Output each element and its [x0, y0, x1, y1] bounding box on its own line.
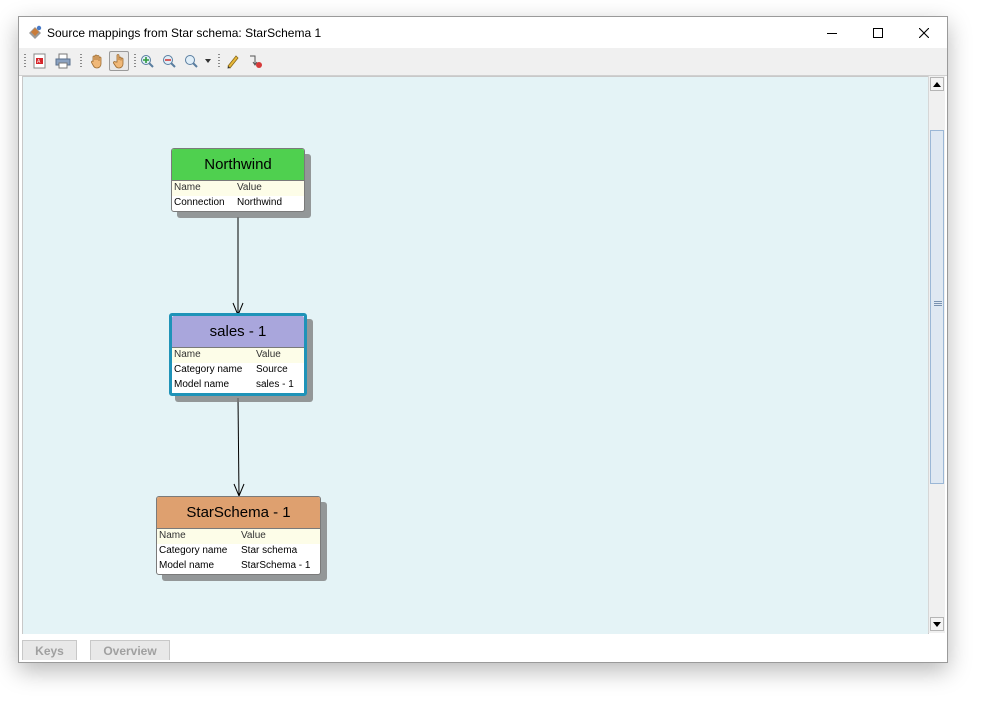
zoom-icon[interactable]	[181, 51, 201, 71]
svg-text:A: A	[37, 59, 41, 65]
property-row: Model name sales - 1	[172, 378, 304, 393]
col-name-header: Name	[174, 349, 201, 360]
property-row: Category name Source	[172, 363, 304, 378]
bottom-tab-bar: Keys Overview	[19, 634, 947, 662]
node-header: sales - 1	[172, 316, 304, 348]
property-value: Star schema	[241, 545, 298, 556]
mappings-window: Source mappings from Star schema: StarSc…	[18, 16, 948, 663]
node-header: Northwind	[172, 149, 304, 181]
dropdown-arrow-icon[interactable]	[201, 51, 215, 71]
scroll-up-button[interactable]	[930, 77, 944, 91]
node-title: StarSchema - 1	[186, 504, 291, 521]
pencil-icon[interactable]	[223, 51, 243, 71]
toolbar-separator	[80, 54, 82, 68]
col-value-header: Value	[256, 349, 281, 360]
close-button[interactable]	[901, 17, 947, 48]
property-value: StarSchema - 1	[241, 560, 311, 571]
node-starschema[interactable]: StarSchema - 1 Name Value Category name …	[156, 496, 321, 575]
node-northwind[interactable]: Northwind Name Value Connection Northwin…	[171, 148, 305, 212]
zoom-in-icon[interactable]	[137, 51, 157, 71]
property-name: Model name	[159, 560, 215, 571]
node-title: Northwind	[204, 156, 272, 173]
toolbar-grip[interactable]	[24, 54, 26, 68]
title-bar[interactable]: Source mappings from Star schema: StarSc…	[19, 17, 947, 48]
tab-keys-label: Keys	[35, 643, 64, 658]
pdf-export-icon[interactable]: A	[30, 51, 50, 71]
property-row: Connection Northwind	[172, 196, 304, 211]
minimize-button[interactable]	[809, 17, 855, 48]
app-icon	[27, 24, 43, 40]
node-header: StarSchema - 1	[157, 497, 320, 529]
property-value: sales - 1	[256, 379, 294, 390]
window-title: Source mappings from Star schema: StarSc…	[47, 26, 322, 40]
property-header-row: Name Value	[172, 181, 304, 196]
scroll-thumb[interactable]	[930, 130, 944, 484]
hand-icon[interactable]	[87, 51, 107, 71]
property-name: Category name	[174, 364, 243, 375]
diagram-canvas[interactable]: Northwind Name Value Connection Northwin…	[22, 76, 929, 635]
toolbar-separator	[134, 54, 136, 68]
col-name-header: Name	[174, 182, 201, 193]
zoom-out-icon[interactable]	[159, 51, 179, 71]
property-header-row: Name Value	[157, 529, 320, 544]
property-name: Connection	[174, 197, 225, 208]
scroll-down-button[interactable]	[930, 617, 944, 631]
property-row: Model name StarSchema - 1	[157, 559, 320, 574]
tab-overview-label: Overview	[103, 643, 157, 658]
tab-keys[interactable]: Keys	[22, 640, 77, 660]
col-value-header: Value	[237, 182, 262, 193]
property-header-row: Name Value	[172, 348, 304, 363]
property-value: Northwind	[237, 197, 283, 208]
scroll-thumb-grip	[934, 301, 942, 307]
node-sales[interactable]: sales - 1 Name Value Category name Sourc…	[169, 313, 307, 396]
tab-overview[interactable]: Overview	[90, 640, 170, 660]
property-name: Model name	[174, 379, 230, 390]
node-title: sales - 1	[209, 323, 267, 340]
print-icon[interactable]	[53, 51, 73, 71]
vertical-scrollbar[interactable]	[928, 76, 945, 633]
connector-sales-starschema[interactable]	[237, 397, 240, 497]
relation-tool-icon[interactable]	[245, 51, 265, 71]
toolbar-separator	[218, 54, 220, 68]
col-value-header: Value	[241, 530, 266, 541]
maximize-button[interactable]	[855, 17, 901, 48]
pointer-hand-icon[interactable]	[109, 51, 129, 71]
toolbar: A	[19, 48, 947, 76]
col-name-header: Name	[159, 530, 186, 541]
property-name: Category name	[159, 545, 228, 556]
property-value: Source	[256, 364, 288, 375]
property-row: Category name Star schema	[157, 544, 320, 559]
